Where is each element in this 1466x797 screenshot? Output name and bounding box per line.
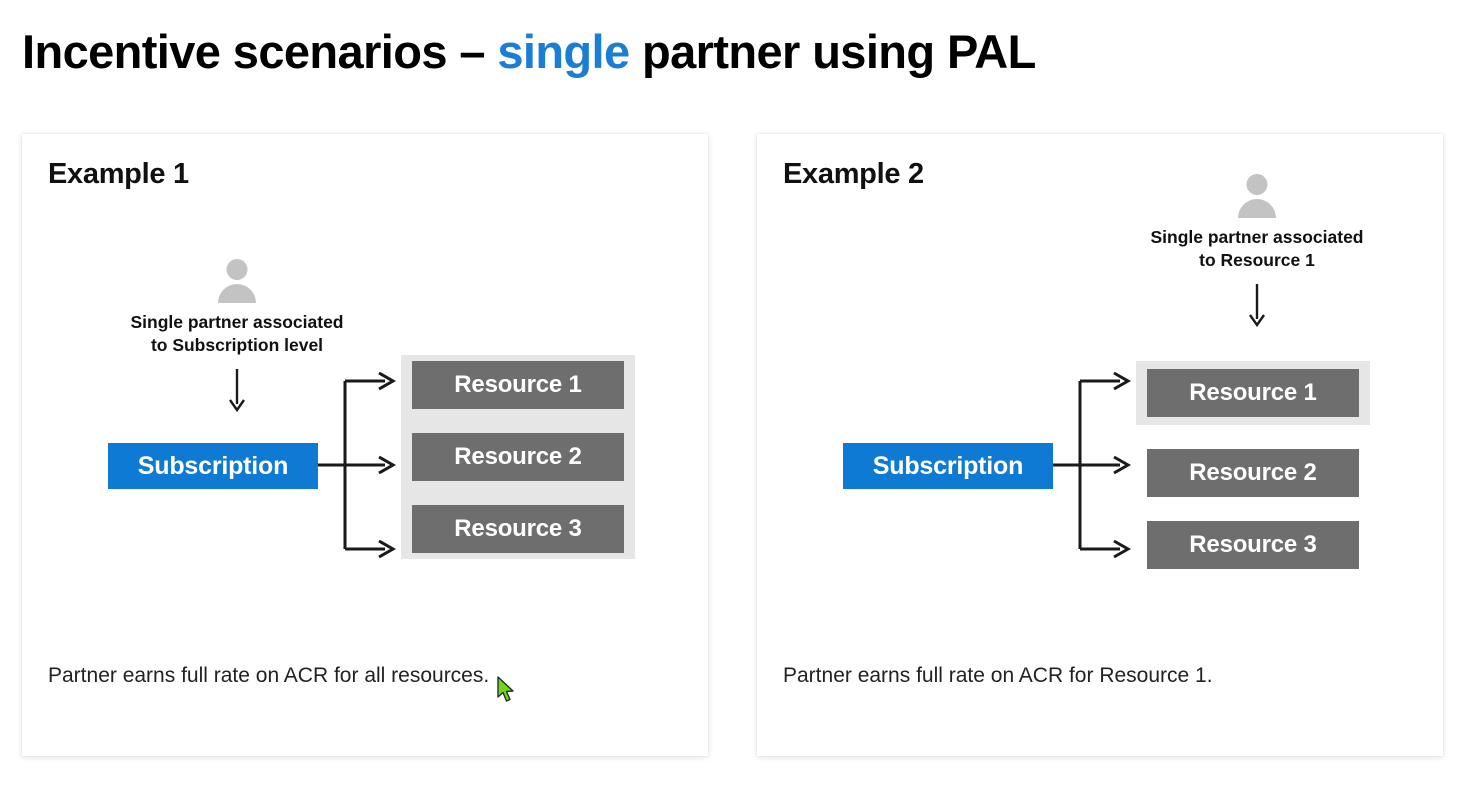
example-2-resource-stack: Resource 1 Resource 2 Resource 3 — [1136, 355, 1370, 575]
example-2-resource-1-box[interactable]: Resource 1 — [1147, 369, 1359, 417]
example-2-partner-note: Single partner associated to Resource 1 — [1112, 226, 1402, 273]
resource-slot: Resource 2 — [1147, 449, 1359, 497]
arrow-down-icon — [1249, 283, 1265, 327]
example-2-resource-container: Resource 1 Resource 2 Resource 3 — [1136, 355, 1370, 575]
example-2-partner-group: Single partner associated to Resource 1 — [1112, 174, 1402, 327]
example-1-resource-1-box[interactable]: Resource 1 — [412, 361, 624, 409]
example-2-caption: Partner earns full rate on ACR for Resou… — [783, 664, 1213, 687]
example-1-resource-stack: Resource 1 Resource 2 Resource 3 — [401, 355, 635, 559]
example-1-resource-3-box[interactable]: Resource 3 — [412, 505, 624, 553]
example-2-partner-note-line-1: Single partner associated — [1150, 227, 1364, 247]
example-1-connector-arrows — [318, 371, 397, 559]
page-title: Incentive scenarios – single partner usi… — [22, 24, 1036, 79]
person-icon — [214, 259, 260, 305]
example-1-partner-note-line-2: to Subscription level — [150, 335, 324, 356]
example-2-panel: Example 2 Single partner associated to R… — [757, 134, 1443, 756]
example-2-connector-arrows — [1053, 371, 1132, 559]
example-1-partner-note: Single partner associated to Subscriptio… — [92, 311, 382, 358]
example-1-resource-container: Resource 1 Resource 2 Resource 3 — [401, 355, 635, 559]
example-1-panel: Example 1 Single partner associated to S… — [22, 134, 708, 756]
example-1-resource-2-box[interactable]: Resource 2 — [412, 433, 624, 481]
example-1-title: Example 1 — [48, 158, 189, 190]
example-2-resource-2-box[interactable]: Resource 2 — [1147, 449, 1359, 497]
example-1-partner-group: Single partner associated to Subscriptio… — [92, 259, 382, 412]
person-icon-body — [218, 284, 256, 303]
person-icon-head — [1246, 174, 1268, 195]
person-icon-body — [1238, 199, 1276, 218]
resource-slot: Resource 3 — [412, 505, 624, 553]
resource-slot-highlighted: Resource 1 — [1136, 361, 1370, 425]
example-2-resource-3-box[interactable]: Resource 3 — [1147, 521, 1359, 569]
resource-slot: Resource 2 — [412, 433, 624, 481]
example-2-partner-note-line-2: to Resource 1 — [1199, 250, 1315, 271]
person-icon — [1234, 174, 1280, 220]
person-icon-head — [226, 259, 248, 280]
example-1-subscription-box[interactable]: Subscription — [108, 443, 318, 489]
page-title-part-1: Incentive scenarios – — [22, 25, 498, 78]
page-title-accent: single — [497, 25, 630, 78]
example-1-caption: Partner earns full rate on ACR for all r… — [48, 664, 490, 687]
page-title-part-2: partner using PAL — [629, 25, 1036, 78]
example-1-partner-note-line-1: Single partner associated — [130, 312, 344, 332]
example-2-title: Example 2 — [783, 158, 924, 190]
arrow-down-icon — [229, 368, 245, 412]
resource-slot: Resource 1 — [412, 361, 624, 409]
example-2-subscription-box[interactable]: Subscription — [843, 443, 1053, 489]
resource-slot: Resource 3 — [1147, 521, 1359, 569]
